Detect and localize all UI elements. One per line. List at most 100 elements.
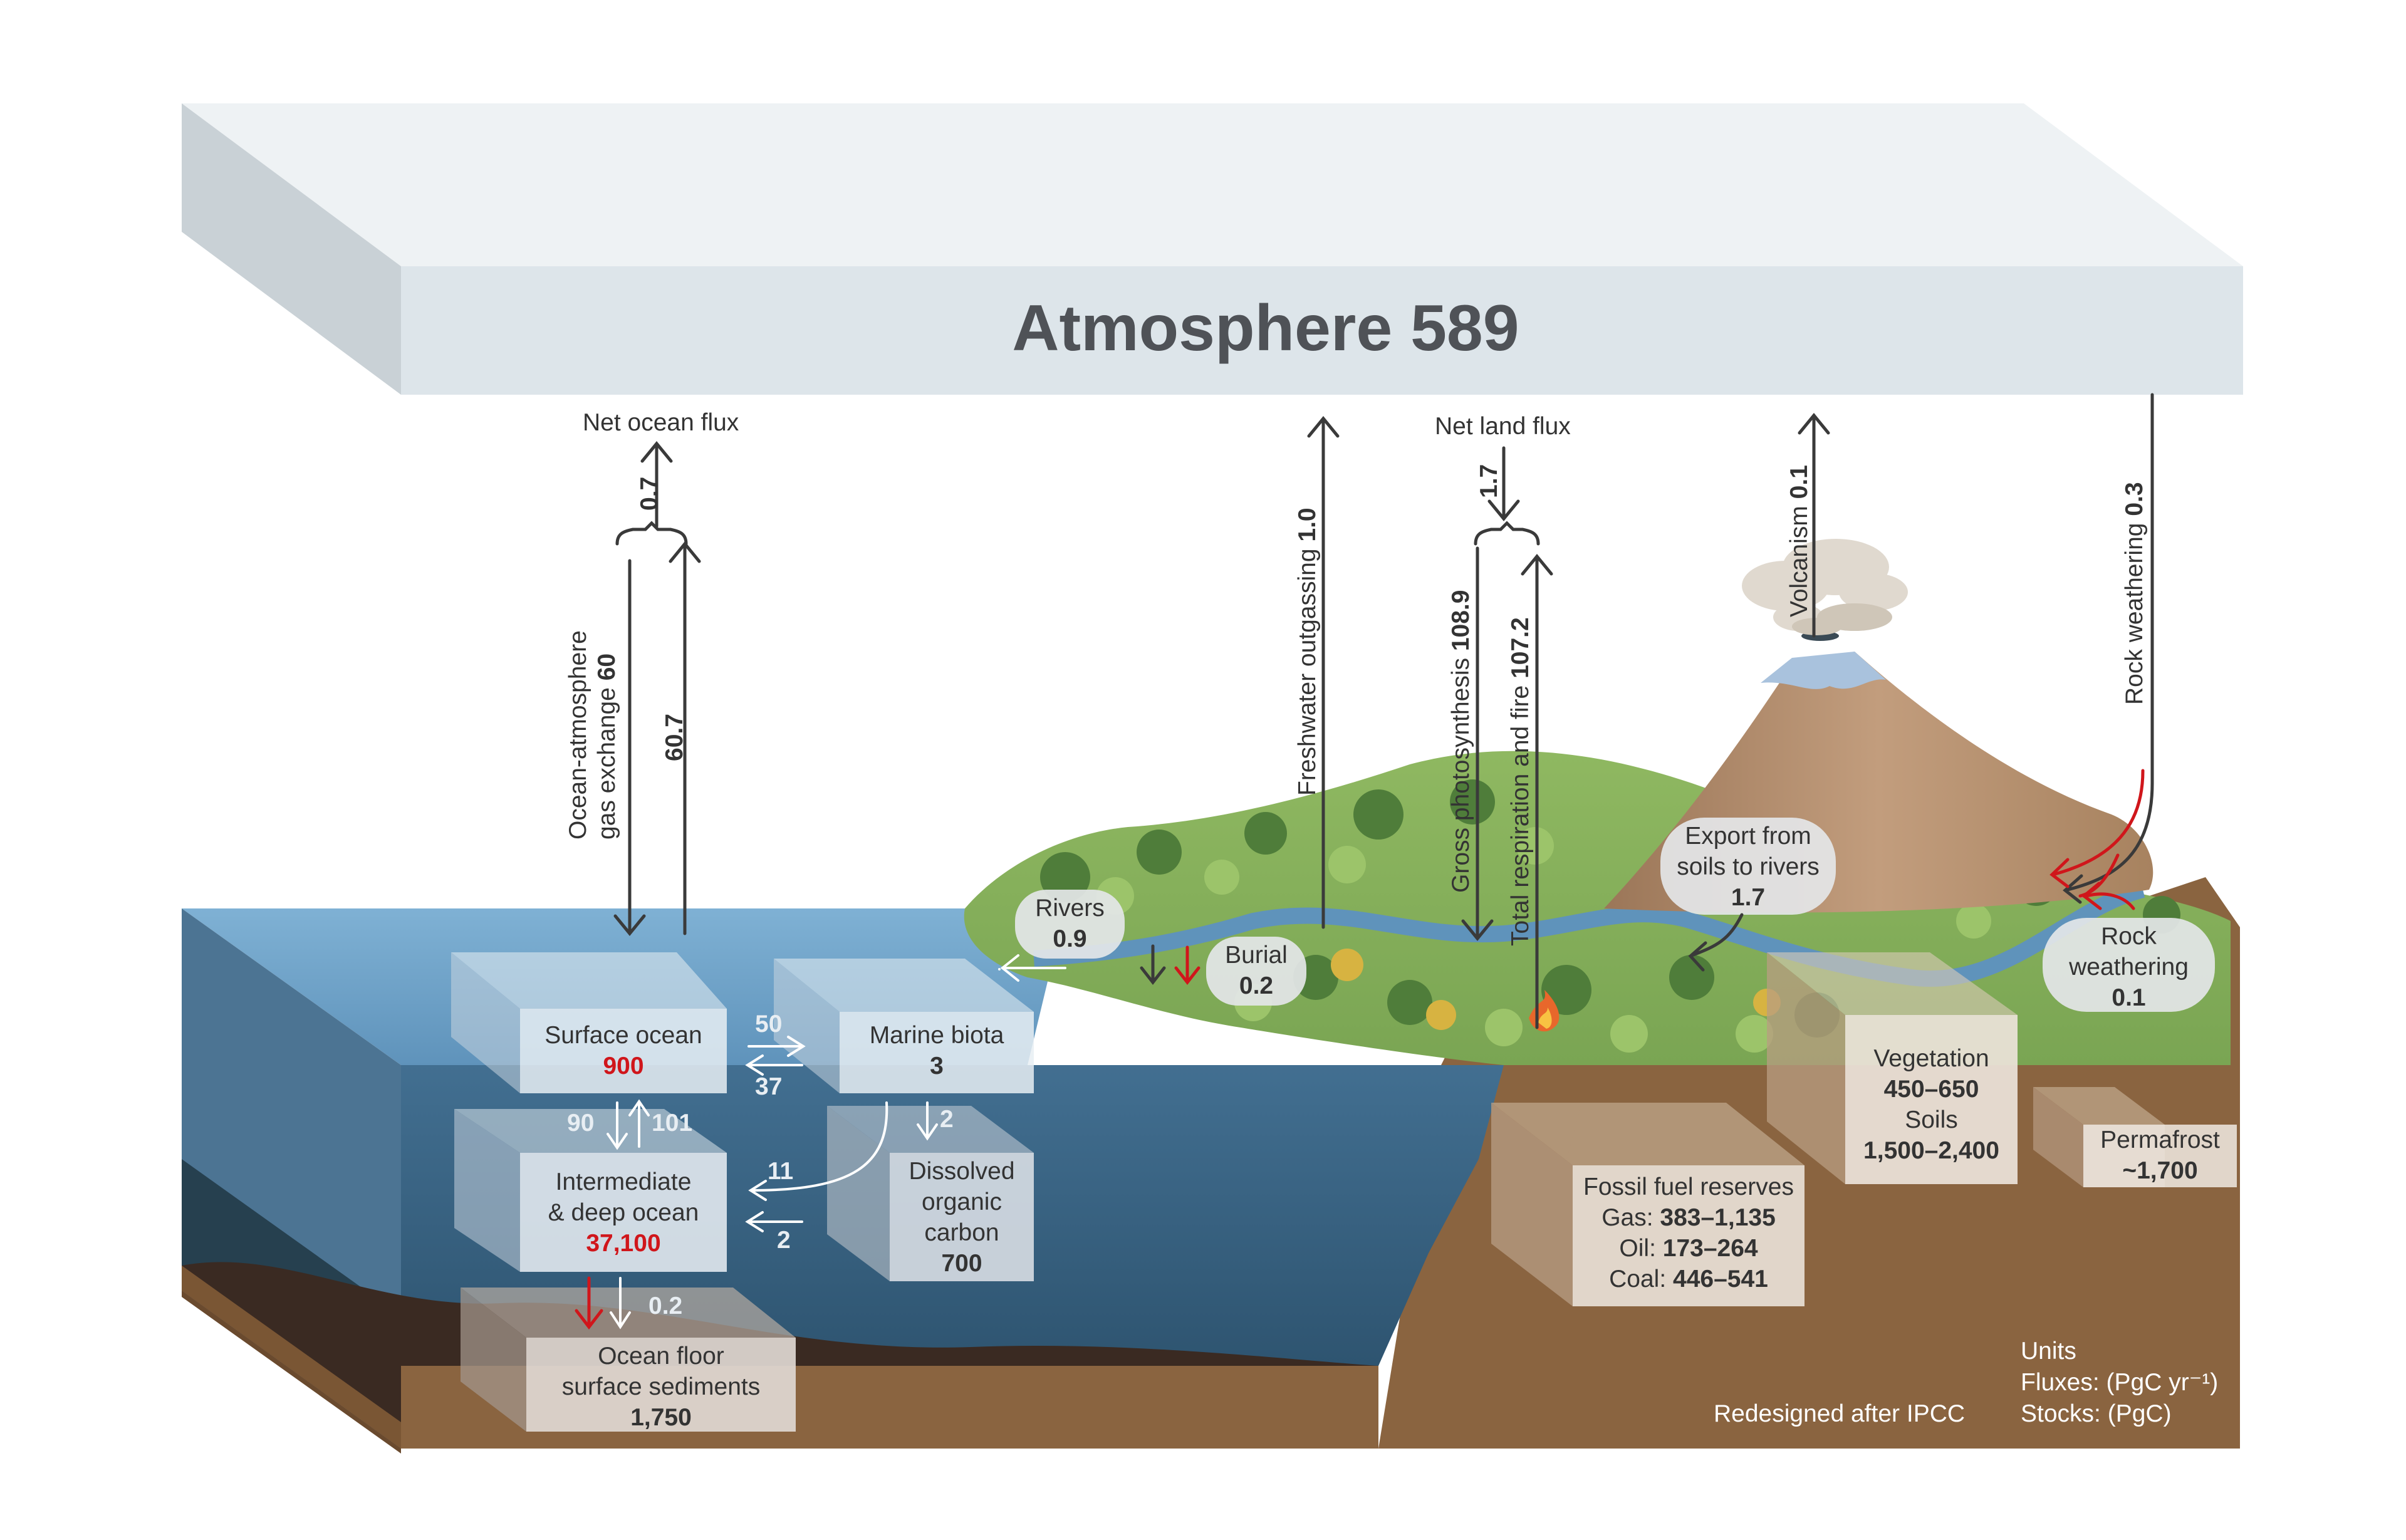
- surface-ocean-label: Surface ocean: [544, 1022, 702, 1049]
- respiration-label: Total respiration and fire: [1507, 685, 1534, 946]
- net-ocean-flux-value: 0.7: [636, 476, 663, 511]
- sediment-value: 1,750: [630, 1404, 692, 1431]
- rock-weathering-label: Rock weathering: [2121, 523, 2148, 705]
- net-land-flux-value: 1.7: [1476, 464, 1502, 498]
- flux-arrows: [613, 393, 2154, 1029]
- photosynthesis-label: Gross photosynthesis: [1447, 657, 1474, 893]
- ocean-internal-arrows: [607, 954, 1066, 1329]
- ocean-stock-boxes: [451, 952, 1034, 1432]
- gas-label: Gas:: [1601, 1204, 1653, 1231]
- export-value: 1.7: [1731, 884, 1766, 911]
- export-line1: Export from: [1685, 823, 1811, 850]
- vegetation-label: Vegetation: [1873, 1045, 1989, 1072]
- flux-doc-to-deep: 2: [777, 1227, 791, 1254]
- marine-biota-box: Marine biota 3: [840, 1020, 1034, 1081]
- ocean-sediments-box: Ocean floor surface sediments 1,750: [526, 1341, 796, 1433]
- ocean-exchange-line2: gas exchange 60: [593, 630, 622, 840]
- export-bubble: Export from soils to rivers 1.7: [1660, 821, 1836, 913]
- deep-ocean-line2: & deep ocean: [548, 1199, 699, 1226]
- fossil-title: Fossil fuel reserves: [1583, 1173, 1794, 1200]
- ocean-exchange-value: 60: [593, 653, 620, 681]
- respiration-flux-label: Total respiration and fire 107.2: [1507, 617, 1534, 946]
- coal-label: Coal:: [1609, 1266, 1667, 1293]
- ocean-return-value: 60.7: [661, 714, 688, 761]
- doc-line2: organic: [922, 1189, 1002, 1215]
- flux-biota-to-doc: 2: [940, 1106, 954, 1133]
- atmosphere-title: Atmosphere 589: [883, 291, 1648, 366]
- rivers-value: 0.9: [1053, 925, 1087, 952]
- rock-weathering-flux-label: Rock weathering 0.3: [2121, 482, 2148, 705]
- vegetation-value: 450–650: [1883, 1076, 1979, 1103]
- net-land-flux-label: Net land flux: [1435, 413, 1571, 440]
- freshwater-value: 1.0: [1294, 507, 1321, 542]
- units-legend: Units Fluxes: (PgC yr⁻¹) Stocks: (PgC): [2021, 1336, 2218, 1430]
- marine-biota-value: 3: [930, 1053, 944, 1080]
- credit-text: Redesigned after IPCC: [1714, 1400, 1966, 1427]
- ocean-exchange-text: gas exchange: [593, 687, 620, 840]
- export-line2: soils to rivers: [1677, 853, 1820, 880]
- land-stock-boxes: [1491, 952, 2237, 1306]
- units-stocks: Stocks: (PgC): [2021, 1400, 2172, 1427]
- burial-bubble: Burial 0.2: [1206, 940, 1306, 1001]
- fossil-fuel-box: Fossil fuel reserves Gas: 383–1,135 Oil:…: [1573, 1172, 1804, 1294]
- surface-ocean-box: Surface ocean 900: [520, 1020, 727, 1081]
- burial-value: 0.2: [1239, 972, 1274, 999]
- deep-ocean-line1: Intermediate: [555, 1168, 692, 1195]
- soils-label: Soils: [1905, 1106, 1958, 1133]
- burial-label: Burial: [1225, 942, 1288, 969]
- flux-biota-to-deep: 11: [768, 1158, 794, 1185]
- doc-line3: carbon: [924, 1219, 999, 1246]
- volcanism-flux-label: Volcanism 0.1: [1786, 465, 1813, 617]
- coal-row: Coal: 446–541: [1573, 1264, 1804, 1294]
- ocean-exchange-label: Ocean-atmosphere gas exchange 60: [564, 630, 622, 840]
- rock-bubble-value: 0.1: [2112, 984, 2146, 1011]
- rock-weathering-value: 0.3: [2121, 482, 2148, 516]
- flux-surface-to-biota: 50: [755, 1011, 783, 1038]
- units-title: Units: [2021, 1338, 2076, 1365]
- sediment-line2: surface sediments: [561, 1373, 761, 1400]
- oil-value: 173–264: [1662, 1235, 1758, 1262]
- photosynthesis-flux-label: Gross photosynthesis 108.9: [1447, 590, 1475, 893]
- atmosphere-value: 589: [1410, 292, 1519, 365]
- soils-value: 1,500–2,400: [1863, 1137, 1999, 1164]
- ocean-exchange-line1: Ocean-atmosphere: [565, 630, 591, 840]
- vegetation-soils-box: Vegetation 450–650 Soils 1,500–2,400: [1845, 1043, 2018, 1166]
- rivers-bubble: Rivers 0.9: [1015, 893, 1125, 954]
- dissolved-organic-carbon-box: Dissolved organic carbon 700: [890, 1156, 1034, 1279]
- flux-bubbles: [1015, 818, 2215, 1012]
- freshwater-label: Freshwater outgassing: [1294, 548, 1321, 796]
- rivers-label: Rivers: [1035, 895, 1105, 922]
- respiration-value: 107.2: [1507, 617, 1534, 679]
- rock-weathering-bubble: Rock weathering 0.1: [2043, 921, 2215, 1013]
- atmosphere-name: Atmosphere: [1012, 292, 1393, 365]
- rock-bubble-line2: weathering: [2069, 954, 2189, 981]
- permafrost-value: ~1,700: [2122, 1157, 2198, 1184]
- freshwater-outgassing-label: Freshwater outgassing 1.0: [1294, 507, 1321, 796]
- oil-row: Oil: 173–264: [1573, 1233, 1804, 1264]
- surface-ocean-value: 900: [603, 1053, 644, 1080]
- gas-value: 383–1,135: [1660, 1204, 1776, 1231]
- anthropogenic-arrows: [575, 769, 2145, 1330]
- flux-surface-down: 90: [567, 1110, 595, 1137]
- oil-label: Oil:: [1619, 1235, 1656, 1262]
- deep-ocean-value: 37,100: [586, 1230, 661, 1257]
- volcanism-value: 0.1: [1786, 465, 1813, 499]
- flux-deep-to-sediment: 0.2: [648, 1293, 683, 1319]
- rock-bubble-line1: Rock: [2101, 923, 2157, 950]
- flux-deep-up: 101: [652, 1110, 693, 1137]
- doc-value: 700: [941, 1250, 982, 1277]
- coal-value: 446–541: [1673, 1266, 1768, 1293]
- units-fluxes: Fluxes: (PgC yr⁻¹): [2021, 1369, 2219, 1396]
- permafrost-label: Permafrost: [2100, 1126, 2220, 1153]
- net-ocean-flux-label: Net ocean flux: [583, 409, 739, 436]
- marine-biota-label: Marine biota: [869, 1022, 1004, 1049]
- photosynthesis-value: 108.9: [1447, 590, 1474, 652]
- volcanism-label: Volcanism: [1786, 506, 1813, 617]
- permafrost-box: Permafrost ~1,700: [2083, 1125, 2237, 1186]
- atmosphere-slab: [182, 103, 2243, 395]
- flux-biota-to-surface: 37: [755, 1073, 783, 1100]
- deep-ocean-box: Intermediate & deep ocean 37,100: [520, 1167, 727, 1259]
- sediment-line1: Ocean floor: [598, 1343, 724, 1370]
- doc-line1: Dissolved: [909, 1158, 1015, 1185]
